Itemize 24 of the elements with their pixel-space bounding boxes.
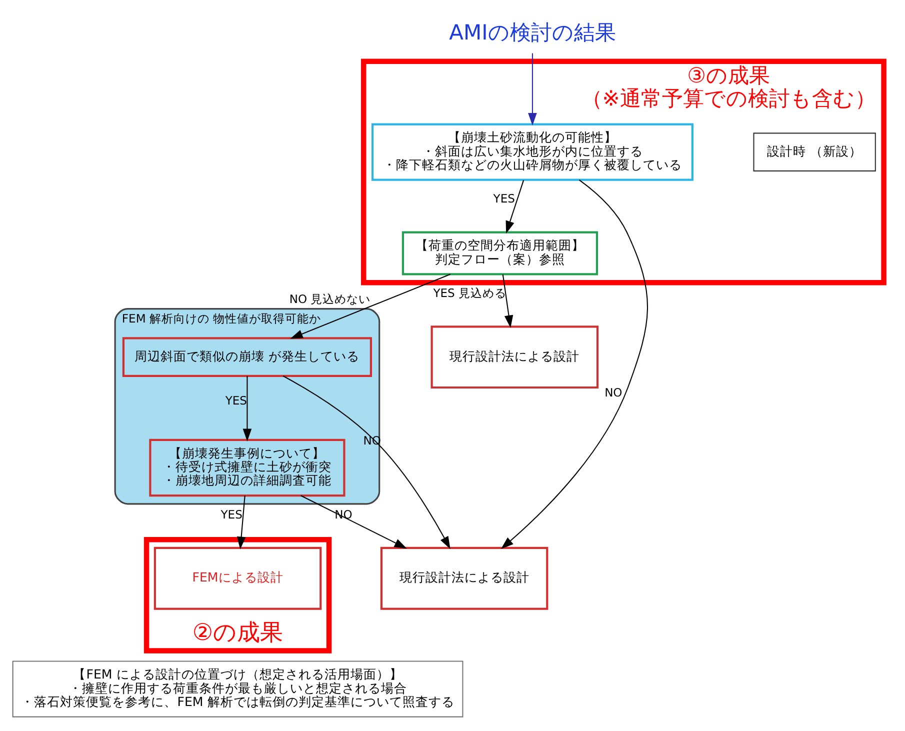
node-box: 周辺斜面で類似の崩壊 が発生している	[122, 336, 372, 377]
arrow	[506, 180, 524, 234]
edge-label: YES	[493, 191, 515, 206]
arrow	[290, 273, 451, 338]
arrow	[242, 376, 252, 441]
node-box: 【FEM による設計の位置づけ（想定される活用場面）】 ・擁壁に作用する荷重条件が最も厳しいと想定される場合 ・落石対策便覧を参考に、FEM 解析では転倒の判定基準について照査する	[12, 660, 464, 717]
arrow	[500, 178, 648, 548]
node-box: 【崩壊発生事例について】 ・待受け式擁壁に土砂が衝突 ・崩壊地周辺の詳細調査可能	[149, 438, 346, 496]
edge-label: NO 見込めない	[289, 291, 371, 306]
edge-label: NO	[334, 506, 352, 521]
edge-label: YES 見込める	[433, 285, 507, 300]
node-box: FEMによる設計	[154, 546, 322, 610]
edge-label: YES	[220, 506, 242, 521]
node-box: 現行設計法による設計	[380, 546, 548, 610]
edge-label: YES	[225, 392, 248, 407]
node-box: 設計時 （新設）	[753, 132, 876, 171]
node-box: 【崩壊土砂流動化の可能性】 ・斜面は広い集水地形が内に位置する ・降下軽石類などの火山砕屑物が厚く被覆している	[371, 122, 694, 180]
edge-label: NO	[604, 385, 622, 400]
node-box: 【荷重の空間分布適用範囲】 判定フロー（案）参照	[402, 230, 598, 275]
arrow	[528, 52, 537, 126]
node-text: AMIの検討の結果	[449, 20, 616, 44]
arrow	[282, 375, 450, 549]
arrow	[236, 495, 246, 549]
node-box: 現行設計法による設計	[430, 325, 599, 388]
